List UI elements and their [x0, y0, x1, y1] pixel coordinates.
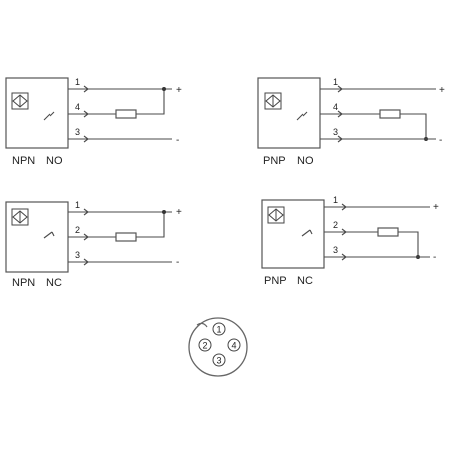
sensor-icon: [264, 92, 282, 110]
connector-pin-label: 1: [216, 325, 221, 335]
sensor-icon: [267, 206, 285, 224]
connector-pin-4: 4: [227, 338, 241, 352]
wire-load: [400, 113, 427, 139]
sensor-body: [5, 77, 69, 149]
positive-sign: +: [176, 207, 182, 218]
positive-sign: +: [176, 85, 182, 96]
positive-sign: +: [439, 85, 445, 96]
connector-pin-1: 1: [212, 322, 226, 336]
sensor-icon: [11, 208, 29, 226]
pin-label-2: 4: [75, 102, 80, 112]
sensor-body: [257, 77, 321, 149]
npn-no-diagram: 1 4 3 + - NPN NO: [5, 77, 182, 167]
pin-label-2: 2: [333, 220, 338, 230]
load-resistor: [115, 109, 137, 119]
connector-pin-2: 2: [198, 338, 212, 352]
pnp-no-diagram: 1 4 3 + - PNP NO: [257, 77, 445, 167]
junction-dot: [162, 210, 166, 214]
sensor-icon: [11, 92, 29, 110]
switch-no-icon: [43, 111, 55, 121]
pin-arrows: [320, 85, 343, 143]
connector-pin-3: 3: [212, 353, 226, 367]
connector-pin-label: 4: [231, 341, 236, 351]
pin-label-3: 3: [75, 250, 80, 260]
load-resistor: [377, 227, 399, 237]
type-label: PNP: [264, 275, 287, 287]
pin-label-1: 1: [75, 77, 80, 87]
connector-key-notch: [196, 322, 208, 328]
state-label: NC: [46, 277, 62, 289]
negative-sign: -: [439, 135, 442, 146]
positive-sign: +: [433, 202, 439, 213]
type-label: PNP: [263, 155, 286, 167]
sensor-body: [5, 201, 69, 273]
negative-sign: -: [176, 257, 179, 268]
connector-pin-label: 3: [216, 356, 221, 366]
state-label: NC: [297, 275, 313, 287]
junction-dot: [162, 87, 166, 91]
pnp-nc-diagram: 1 2 3 + - PNP NC: [261, 195, 439, 287]
connector-pin-label: 2: [202, 341, 207, 351]
pin-label-3: 3: [333, 127, 338, 137]
state-label: NO: [297, 155, 314, 167]
load-resistor: [115, 232, 137, 242]
connector-face: [188, 317, 248, 377]
npn-nc-diagram: 1 2 3 + - NPN NC: [5, 200, 182, 289]
switch-no-icon: [296, 111, 308, 121]
wire-load: [398, 231, 419, 257]
negative-sign: -: [176, 135, 179, 146]
pin-label-1: 1: [75, 200, 80, 210]
wire-load: [136, 212, 165, 238]
pin-label-2: 2: [75, 225, 80, 235]
wire-load: [136, 89, 165, 115]
sensor-body: [261, 199, 325, 269]
state-label: NO: [46, 155, 63, 167]
connector-pinout: 1 2 3 4: [188, 317, 248, 377]
pin-label-1: 1: [333, 195, 338, 205]
switch-nc-icon: [43, 231, 55, 239]
type-label: NPN: [12, 277, 35, 289]
type-label: NPN: [12, 155, 35, 167]
switch-nc-icon: [301, 229, 313, 237]
pin-label-2: 4: [333, 102, 338, 112]
pin-label-3: 3: [333, 245, 338, 255]
negative-sign: -: [433, 252, 436, 263]
pin-label-1: 1: [333, 77, 338, 87]
load-resistor: [379, 109, 401, 119]
pin-label-3: 3: [75, 127, 80, 137]
